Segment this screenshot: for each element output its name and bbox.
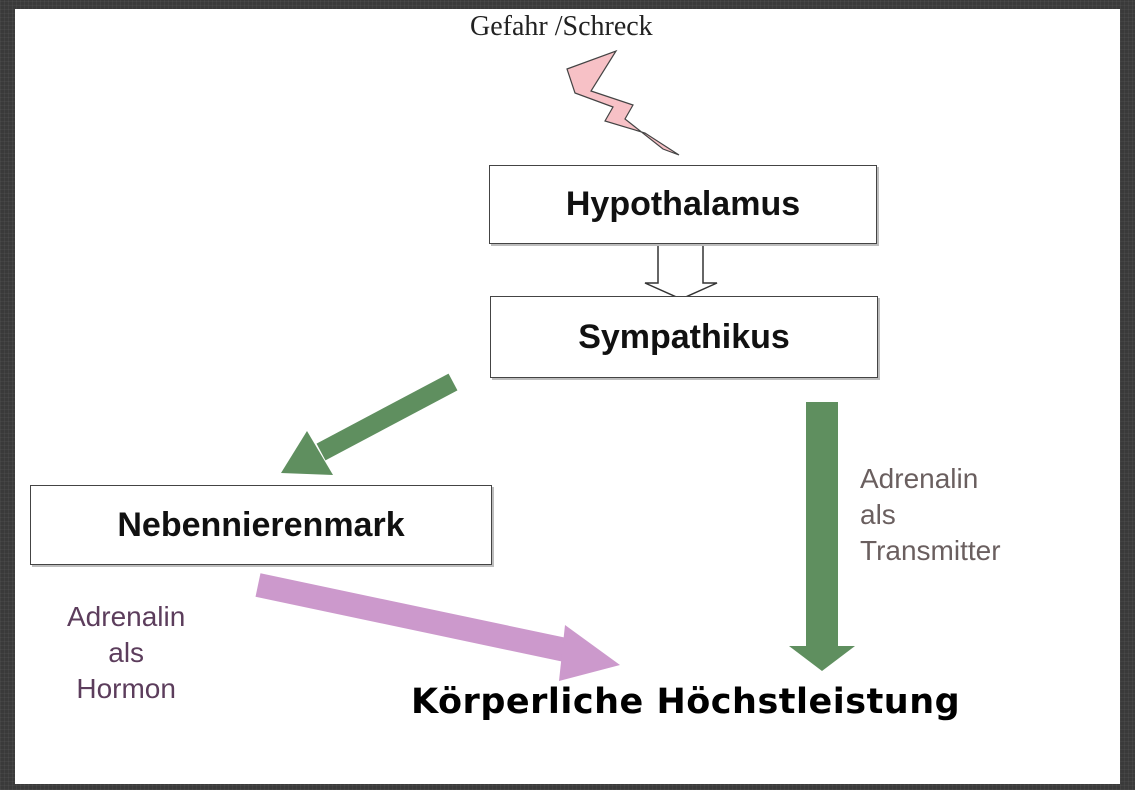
edge-label-transmitter-line: als [860, 499, 896, 530]
edge-label-transmitter: Adrenalin als Transmitter [860, 461, 1001, 569]
node-sympathikus-label: Sympathikus [578, 317, 790, 356]
edge-label-transmitter-line: Transmitter [860, 535, 1001, 566]
green-arrow-to-nebennierenmark-shaft [316, 373, 458, 461]
green-arrow-to-result-head [789, 646, 855, 671]
pink-arrow-to-result-shaft [255, 573, 578, 664]
node-sympathikus: Sympathikus [490, 296, 878, 378]
green-arrow-to-result-shaft [806, 402, 838, 646]
node-nebennierenmark-label: Nebennierenmark [117, 505, 405, 544]
trigger-label: Gefahr /Schreck [470, 11, 653, 42]
node-nebennierenmark: Nebennierenmark [30, 485, 492, 565]
edge-label-hormon-line: als [108, 637, 145, 668]
edge-label-hormon-line: Adrenalin [67, 601, 186, 632]
edge-label-transmitter-line: Adrenalin [860, 463, 979, 494]
node-result: Körperliche Höchstleistung [411, 682, 961, 722]
diagram-canvas: Gefahr /Schreck Hypothalamus Sympathikus… [15, 9, 1120, 784]
edge-label-hormon: Adrenalin als Hormon [67, 599, 185, 707]
hollow-arrow-hypothalamus-to-sympathikus [644, 245, 718, 300]
node-hypothalamus-label: Hypothalamus [565, 185, 801, 223]
lightning-bolt-icon [566, 49, 680, 156]
arrows-layer [255, 49, 855, 681]
pink-arrow-to-result-head [559, 625, 620, 681]
edge-label-hormon-line: Hormon [76, 673, 176, 704]
node-hypothalamus: Hypothalamus [489, 165, 877, 244]
green-arrow-to-nebennierenmark-head [281, 431, 333, 475]
